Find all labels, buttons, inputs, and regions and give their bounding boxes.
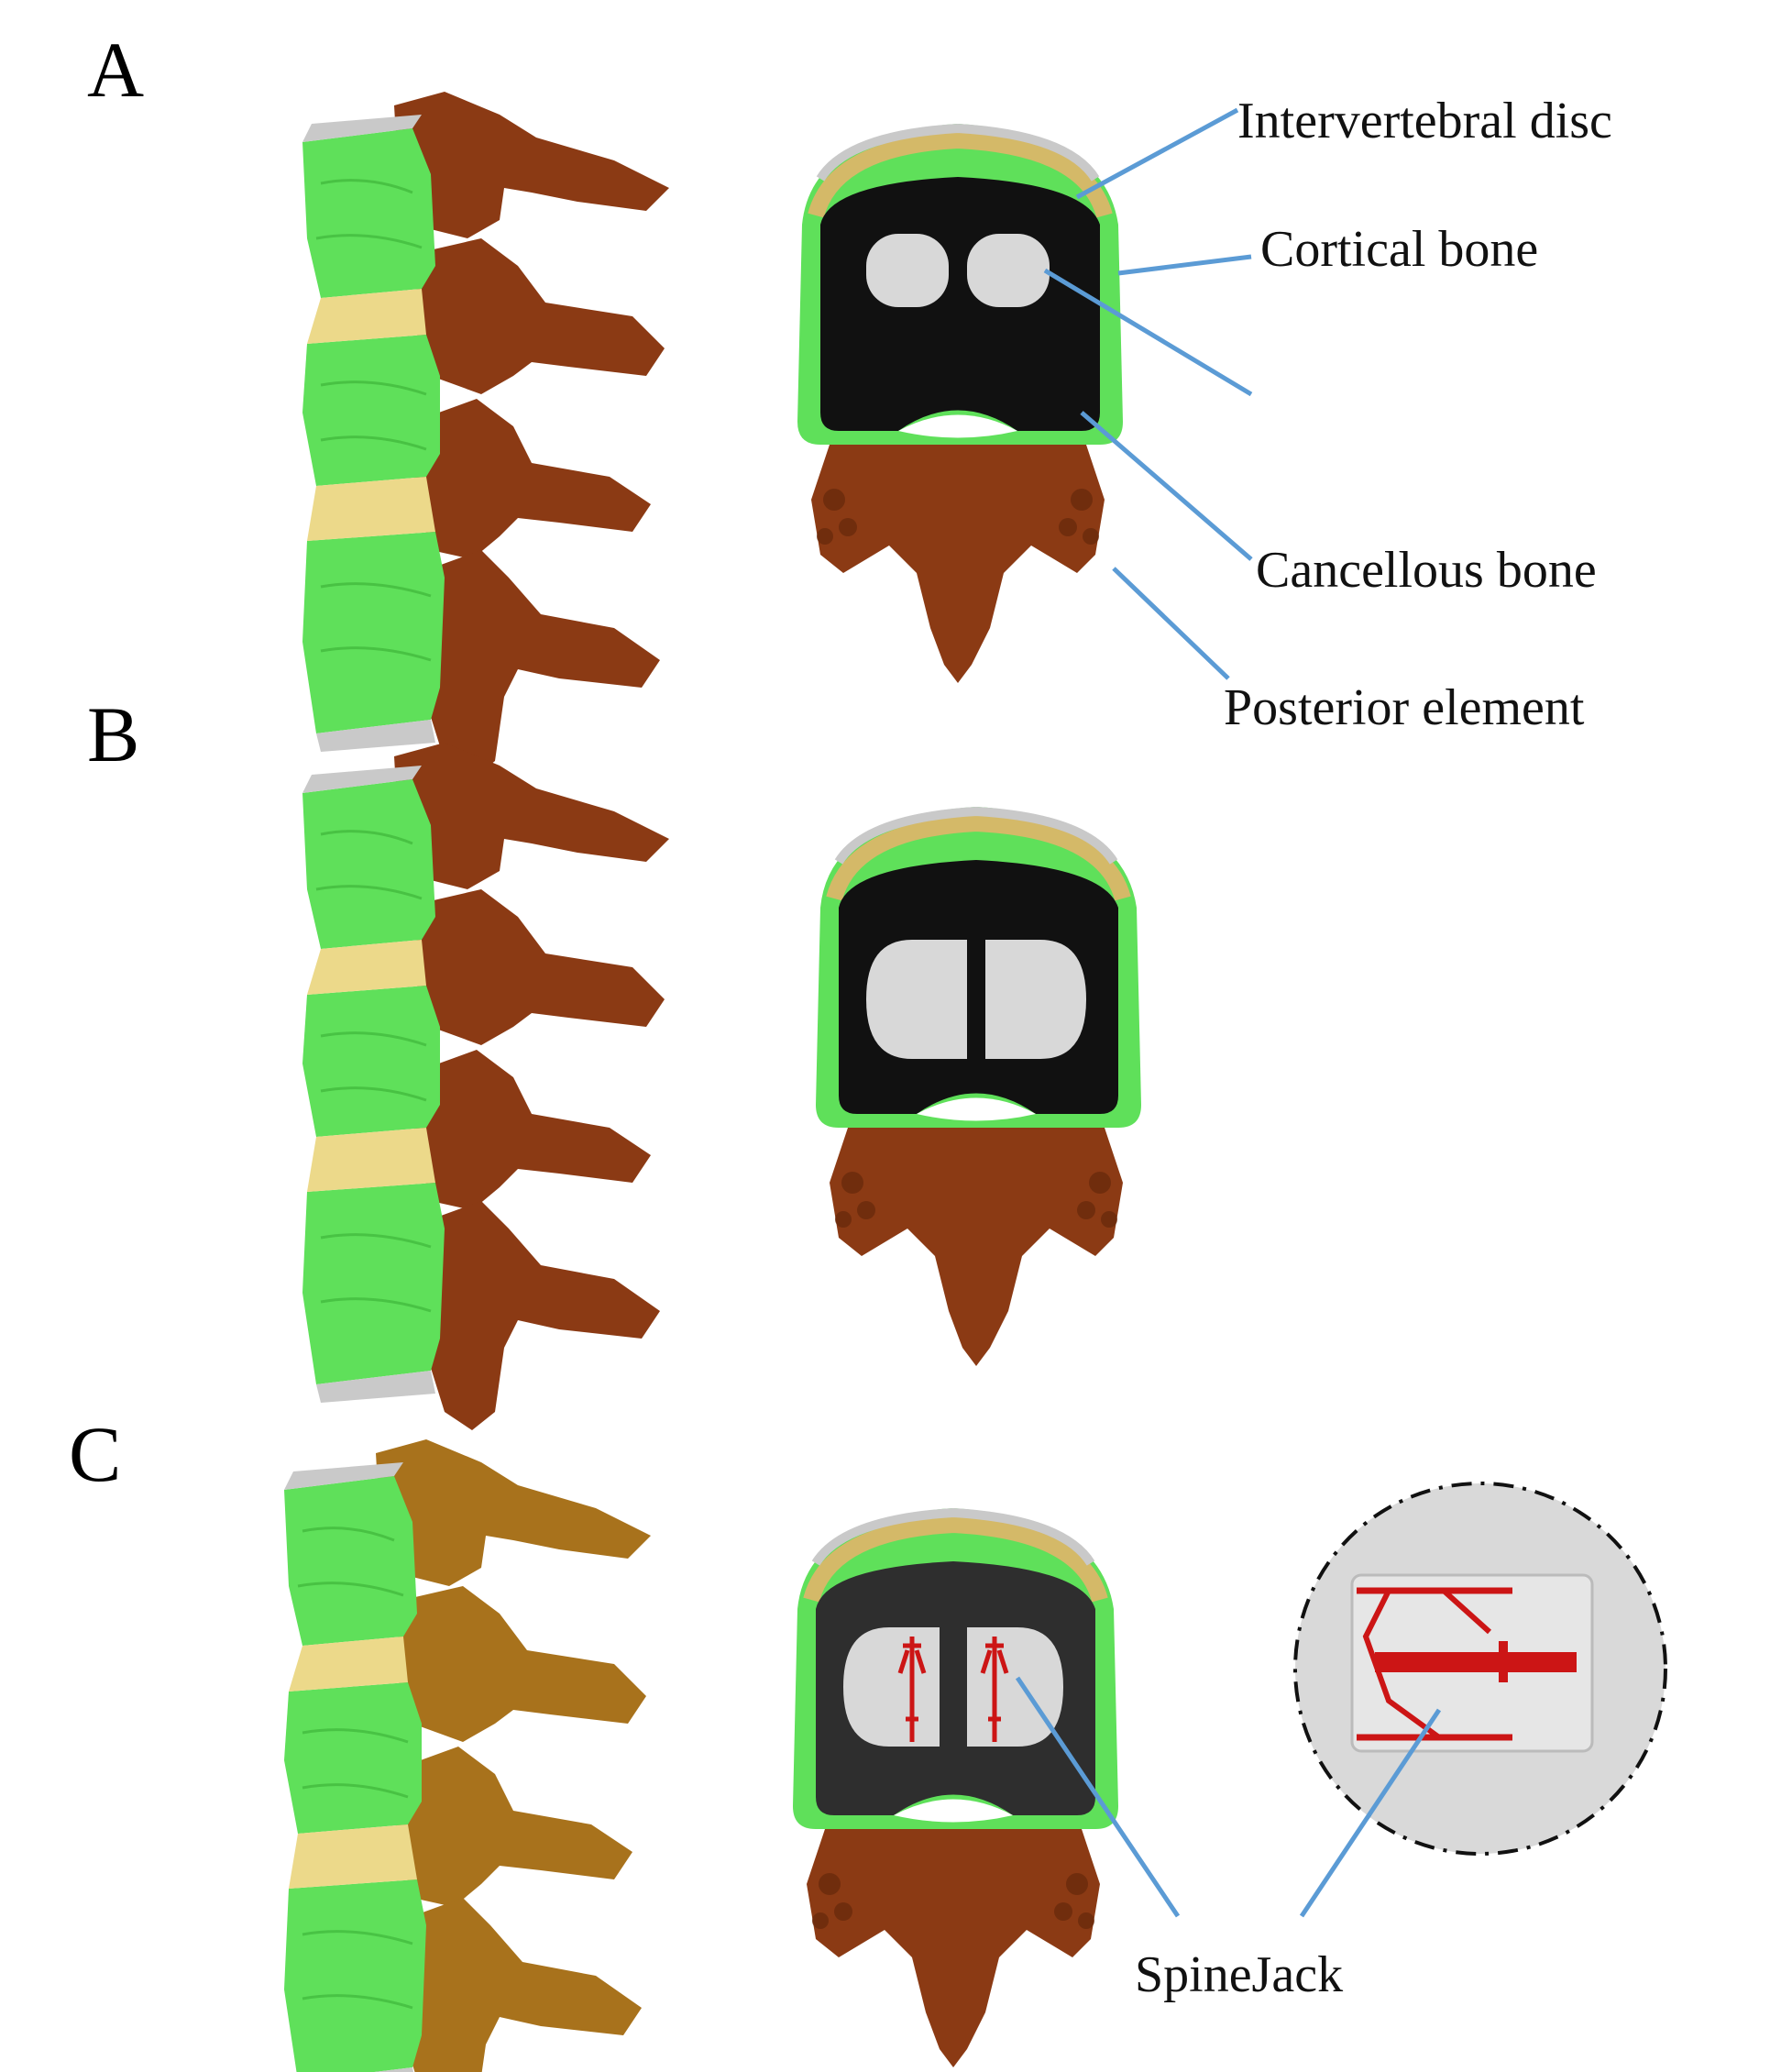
leader-spinejack-inset [1299,1708,1442,1918]
label-spinejack: SpineJack [1135,1946,1343,2003]
lateral-spine-model-A [301,90,671,781]
axial-section-C [793,1508,1118,2067]
cement-region-right-A [967,234,1050,307]
lateral-spine-model-C [282,1438,653,2072]
cement-region-left-C [843,1627,940,1747]
leader-spinejack-section [1015,1676,1181,1918]
cement-region-right-C [967,1627,1063,1747]
cancellous-bone-region-C [816,1561,1095,1815]
panel-label-B: B [87,690,139,778]
cement-region-right-B [985,940,1086,1059]
leader-intervertebral-disc [1075,107,1239,200]
label-cortical-bone: Cortical bone [1260,221,1538,278]
leader-posterior-element [1112,567,1230,680]
panel-label-A: A [87,26,144,114]
leader-cement [1043,268,1253,397]
axial-section-B [816,807,1141,1366]
leader-cancellous-bone [1080,411,1253,561]
cement-region-left-A [866,234,949,307]
spinejack-implant-right [980,1637,1009,1742]
spinejack-magnified-inset [1293,1482,1667,1856]
leader-cortical-bone [1117,254,1252,276]
cancellous-bone-region-A [820,177,1100,431]
spinejack-implant-left [897,1637,927,1742]
label-posterior-element: Posterior element [1224,679,1585,736]
axial-section-A [797,124,1123,683]
label-cancellous-bone: Cancellous bone [1256,542,1597,599]
lateral-spine-model-B [301,741,671,1432]
panel-label-C: C [69,1410,121,1498]
cement-region-left-B [866,940,967,1059]
label-intervertebral-disc: Intervertebral disc [1237,93,1612,149]
